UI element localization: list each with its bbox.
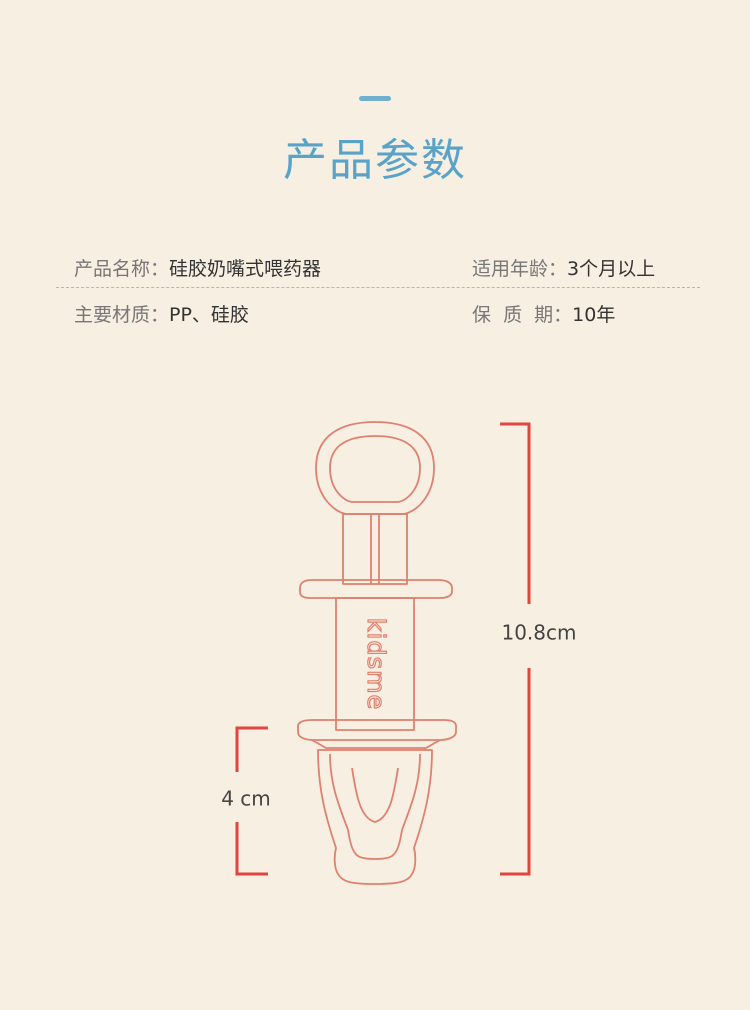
spec-value-age: 3个月以上 bbox=[567, 258, 656, 280]
spec-value-shelf: 10年 bbox=[572, 304, 616, 326]
total-height-bracket bbox=[500, 422, 531, 876]
nipple-inner bbox=[329, 753, 421, 860]
spec-label-age: 适用年龄： bbox=[472, 258, 568, 280]
spec-shelf-life: 保 质 期：10年 bbox=[472, 303, 615, 327]
spec-value-name: 硅胶奶嘴式喂药器 bbox=[169, 258, 322, 280]
nipple-height-label: 4 cm bbox=[221, 787, 271, 811]
title-accent-bar bbox=[359, 96, 391, 101]
spec-label-material: 主要材质： bbox=[74, 304, 170, 326]
nipple-height-bracket bbox=[235, 726, 268, 876]
barrel-flange bbox=[299, 579, 453, 599]
nipple-outer bbox=[317, 749, 433, 885]
handle-ring bbox=[315, 421, 435, 515]
spec-product-name: 产品名称：硅胶奶嘴式喂药器 bbox=[74, 257, 321, 281]
barrel bbox=[335, 597, 415, 731]
total-height-label: 10.8cm bbox=[501, 621, 576, 645]
handle-ring-inner bbox=[329, 435, 421, 503]
spec-label-shelf: 保 质 期： bbox=[472, 304, 573, 326]
spec-label-name: 产品名称： bbox=[74, 258, 170, 280]
spec-value-material: PP、硅胶 bbox=[169, 304, 249, 326]
nipple-flange bbox=[297, 719, 457, 741]
spec-divider bbox=[56, 287, 700, 288]
spec-age: 适用年龄：3个月以上 bbox=[472, 257, 655, 281]
plunger-rod bbox=[342, 513, 408, 585]
syringe-outline bbox=[297, 421, 457, 885]
spec-material: 主要材质：PP、硅胶 bbox=[74, 303, 249, 327]
section-title: 产品参数 bbox=[283, 135, 467, 186]
brand-logo: kidsme bbox=[362, 618, 390, 710]
